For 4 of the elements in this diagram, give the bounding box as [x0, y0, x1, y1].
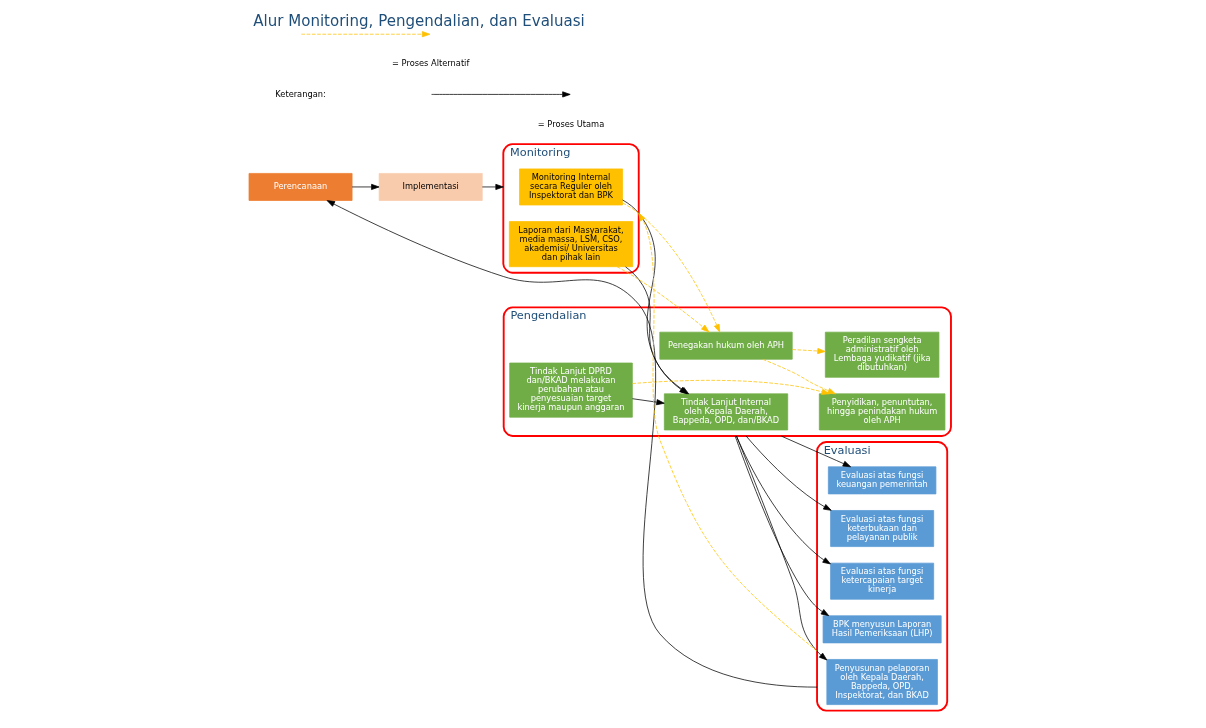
legend-label: = Proses Utama [537, 118, 605, 129]
label: Keterangan: [275, 88, 326, 99]
diagram-title: Alur Monitoring, Pengendalian, dan Evaluasi [253, 12, 585, 31]
legend-label: = Proses Alternatif [392, 58, 470, 69]
